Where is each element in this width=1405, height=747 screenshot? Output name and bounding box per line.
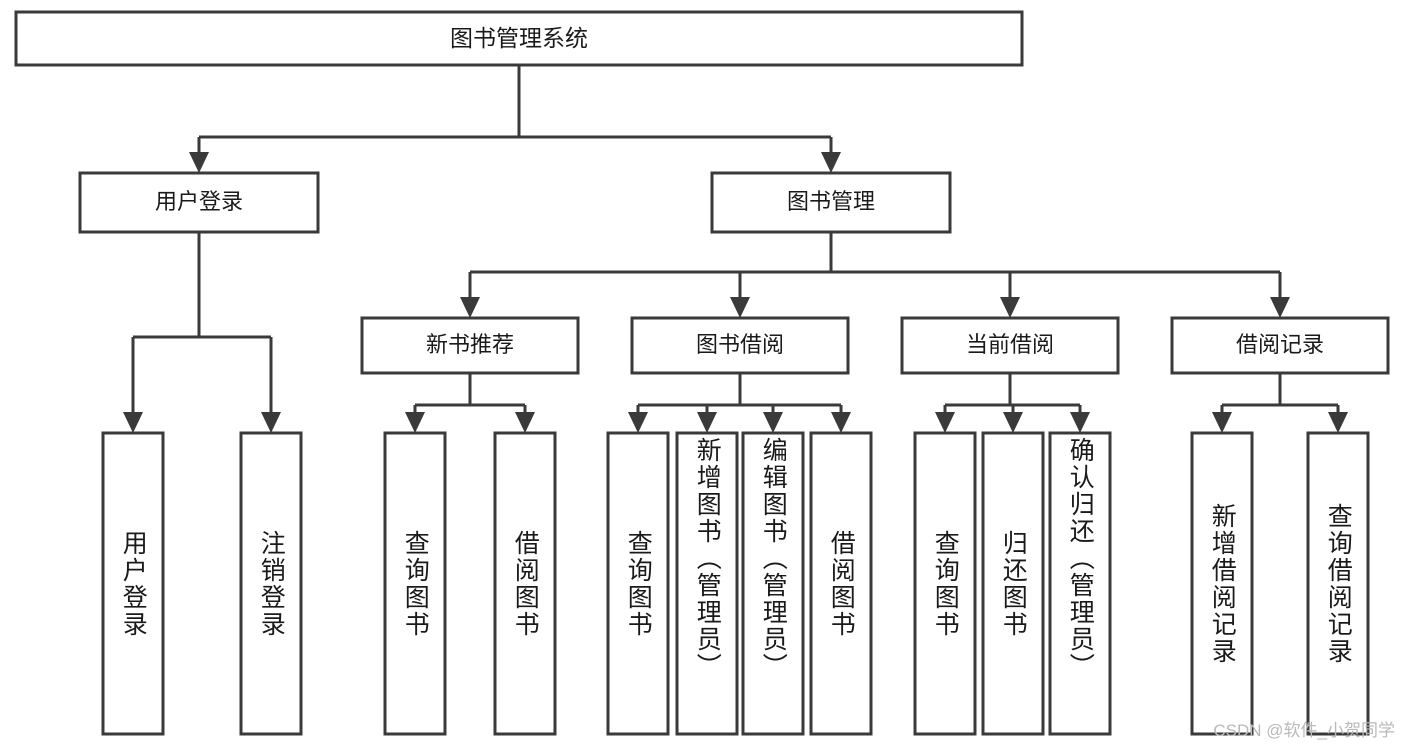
node-leaf-return-book[interactable]: [981, 431, 1045, 736]
node-user-login[interactable]: [78, 171, 320, 234]
node-book-borrow-label: 图书借阅: [696, 332, 784, 357]
node-new-book-recommend-label: 新书推荐: [426, 332, 514, 357]
node-leaf-query-book-newbook[interactable]: [383, 431, 447, 736]
node-leaf-borrow-book[interactable]: [809, 431, 873, 736]
node-current-borrow-label: 当前借阅: [966, 332, 1054, 357]
node-leaf-add-borrow-record[interactable]: [1190, 431, 1254, 736]
node-leaf-logout-login[interactable]: [239, 431, 303, 736]
node-leaf-query-borrow-record[interactable]: [1306, 431, 1370, 736]
node-layer: 图书管理系统 用户登录 图书管理 新书推荐 图书借阅 当前借阅 借阅记录: [14, 10, 1390, 736]
node-book-management[interactable]: [710, 171, 952, 234]
arrow-leaf-borrow-records-1: [1212, 412, 1232, 433]
arrow-leaf-user-login-2: [261, 412, 281, 433]
arrow-to-current-borrow: [1000, 297, 1020, 318]
arrow-leaf-current-borrow-1: [935, 412, 955, 433]
node-root-label: 图书管理系统: [450, 25, 588, 51]
arrow-leaf-book-borrow-2: [697, 412, 717, 433]
arrow-leaf-book-borrow-3: [763, 412, 783, 433]
node-leaf-confirm-return-admin[interactable]: [1048, 431, 1112, 736]
arrow-to-book-borrow: [730, 297, 750, 318]
node-book-management-label: 图书管理: [787, 189, 875, 214]
arrow-leaf-book-borrow-4: [831, 412, 851, 433]
node-leaf-user-login[interactable]: [101, 431, 165, 736]
arrow-leaf-current-borrow-2: [1003, 412, 1023, 433]
arrow-leaf-new-book-1: [405, 412, 425, 433]
node-leaf-add-book-admin[interactable]: [675, 431, 739, 736]
node-leaf-query-book-borrow[interactable]: [606, 431, 670, 736]
node-root-book-mgmt-system[interactable]: [14, 10, 1024, 67]
arrow-to-borrow-records: [1270, 297, 1290, 318]
arrow-to-new-book: [460, 297, 480, 318]
arrow-leaf-book-borrow-1: [628, 412, 648, 433]
node-new-book-recommend[interactable]: [360, 316, 580, 375]
node-user-login-label: 用户登录: [155, 189, 243, 214]
arrow-leaf-borrow-records-2: [1328, 412, 1348, 433]
node-leaf-edit-book-admin[interactable]: [741, 431, 805, 736]
connector-layer: [123, 65, 1348, 433]
node-current-borrow[interactable]: [900, 316, 1120, 375]
watermark-text: CSDN @软件_小贺同学: [1213, 721, 1395, 740]
arrow-leaf-user-login-1: [123, 412, 143, 433]
arrow-to-book-mgmt: [821, 152, 841, 173]
node-leaf-borrow-book-newbook[interactable]: [493, 431, 557, 736]
arrow-leaf-new-book-2: [515, 412, 535, 433]
node-borrow-records-label: 借阅记录: [1236, 332, 1324, 357]
arrow-leaf-current-borrow-3: [1070, 412, 1090, 433]
node-borrow-records[interactable]: [1170, 316, 1390, 375]
arrow-to-user-login: [189, 152, 209, 173]
node-book-borrow[interactable]: [630, 316, 850, 375]
node-leaf-query-book-current[interactable]: [913, 431, 977, 736]
